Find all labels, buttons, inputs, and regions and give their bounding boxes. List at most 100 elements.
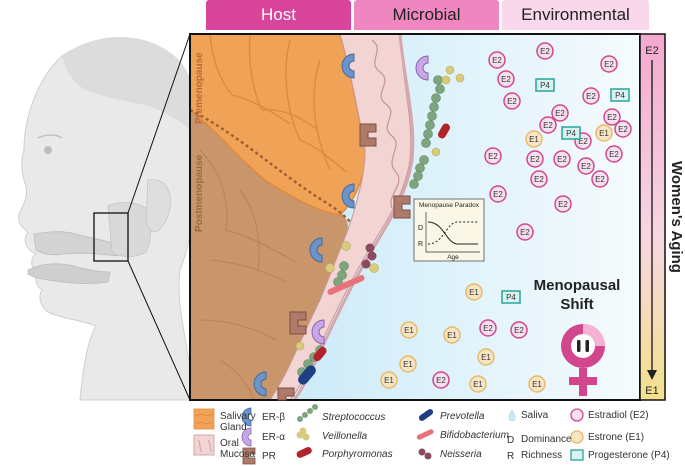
womens-aging-title: Women's Aging — [668, 161, 685, 273]
svg-text:E2: E2 — [507, 97, 517, 106]
legend-richness-key: R — [507, 451, 514, 462]
menopausal-shift-line-1: Menopausal — [534, 277, 621, 294]
svg-text:E2: E2 — [618, 125, 628, 134]
estradiol-marker: E2 — [489, 185, 507, 203]
svg-text:E2: E2 — [557, 155, 567, 164]
svg-text:E2: E2 — [595, 175, 605, 184]
receptor-er-beta-2 — [341, 183, 355, 209]
svg-text:E2: E2 — [609, 150, 619, 159]
legend-prevotella: Prevotella — [440, 411, 485, 422]
receptor-er-beta-3 — [309, 237, 323, 263]
female-symbol-icon — [561, 324, 605, 396]
svg-text:E2: E2 — [586, 92, 596, 101]
svg-text:E2: E2 — [581, 162, 591, 171]
svg-text:E2: E2 — [488, 152, 498, 161]
legend-er-alpha: ER-α — [262, 432, 286, 443]
tab-microbial: Microbial — [354, 0, 499, 30]
svg-text:E2: E2 — [578, 137, 588, 146]
legend-mucosa-swatch — [193, 434, 215, 456]
prevotella-rod — [298, 365, 316, 385]
legend-dominance: Dominance — [521, 434, 572, 445]
svg-text:E2: E2 — [534, 175, 544, 184]
svg-text:E2: E2 — [558, 200, 568, 209]
legend-salivary-gland-line1: Salivary — [220, 411, 256, 422]
receptor-pr-2 — [393, 195, 411, 219]
svg-text:E1: E1 — [529, 135, 539, 144]
axis-top-label: E2 — [645, 45, 658, 57]
legend-salivary-gland-line2: Gland — [220, 422, 247, 433]
svg-text:E1: E1 — [384, 376, 394, 385]
svg-text:P4: P4 — [615, 91, 625, 100]
receptor-er-beta-1 — [341, 53, 355, 79]
svg-text:E1: E1 — [599, 129, 609, 138]
legend-estrone: Estrone (E1) — [588, 432, 645, 443]
estrone-marker: E1 — [400, 321, 418, 339]
receptor-er-beta-4 — [253, 371, 267, 397]
estradiol-marker: E2 — [600, 55, 618, 73]
estradiol-marker: E2 — [516, 223, 534, 241]
receptor-pr-3 — [289, 311, 307, 335]
estradiol-marker: E2 — [553, 150, 571, 168]
svg-text:P4: P4 — [540, 81, 550, 90]
svg-text:E2: E2 — [514, 326, 524, 335]
estradiol-marker: E2 — [432, 371, 450, 389]
svg-text:E2: E2 — [492, 56, 502, 65]
estradiol-marker: E2 — [484, 147, 502, 165]
neisseria-cluster — [361, 243, 377, 269]
estradiol-marker: E2 — [614, 120, 632, 138]
legend-veillonella: Veillonella — [322, 431, 368, 442]
svg-text:E2: E2 — [543, 121, 553, 130]
dominance-curve — [427, 221, 478, 245]
paradox-r-label: R — [418, 241, 423, 248]
axis-bottom-label: E1 — [645, 385, 658, 397]
svg-text:P4: P4 — [506, 293, 516, 302]
estradiol-marker: E2 — [603, 108, 621, 126]
estrone-marker: E1 — [528, 375, 546, 393]
paradox-title: Menopause Paradox — [419, 202, 480, 209]
svg-text:E2: E2 — [436, 376, 446, 385]
estradiol-marker: E2 — [503, 92, 521, 110]
svg-text:E1: E1 — [404, 326, 414, 335]
estradiol-marker: E2 — [497, 70, 515, 88]
progesterone-marker: P4 — [610, 88, 630, 102]
progesterone-marker: P4 — [561, 126, 581, 140]
svg-text:E1: E1 — [403, 360, 413, 369]
estrone-marker: E1 — [469, 375, 487, 393]
receptor-er-alpha-1 — [415, 55, 429, 81]
legend-neisseria: Neisseria — [440, 449, 482, 460]
legend-er-beta: ER-β — [262, 412, 285, 423]
paradox-d-label: D — [418, 225, 423, 232]
bifidobacterium-rod — [327, 275, 365, 295]
tab-environmental-label: Environmental — [521, 5, 630, 24]
svg-text:E1: E1 — [447, 331, 457, 340]
estradiol-marker: E2 — [536, 42, 554, 60]
svg-text:E2: E2 — [555, 109, 565, 118]
svg-text:P4: P4 — [566, 129, 576, 138]
receptor-pr-1 — [359, 123, 377, 147]
legend-salivary-swatch — [193, 408, 215, 430]
tab-environmental: Environmental — [502, 0, 649, 30]
womens-aging-axis: E2 E1 — [639, 33, 666, 401]
estradiol-marker: E2 — [488, 51, 506, 69]
svg-text:E1: E1 — [469, 288, 479, 297]
legend-oral-mucosa-line1: Oral — [220, 438, 239, 449]
estrone-marker: E1 — [465, 283, 483, 301]
porphyromonas-upper — [438, 123, 450, 139]
svg-text:E1: E1 — [481, 353, 491, 362]
legend-bifidobacterium: Bifidobacterium — [440, 430, 509, 441]
estrone-marker: E1 — [443, 326, 461, 344]
estradiol-marker: E2 — [605, 145, 623, 163]
svg-text:E2: E2 — [501, 75, 511, 84]
legend-richness: Richness — [521, 450, 563, 461]
svg-text:E2: E2 — [604, 60, 614, 69]
progesterone-marker: P4 — [501, 290, 521, 304]
estradiol-marker: E2 — [510, 321, 528, 339]
estradiol-marker: E2 — [479, 319, 497, 337]
legend-oral-mucosa-line2: Mucosa — [220, 449, 256, 460]
porphyromonas-lower — [313, 346, 327, 362]
estrone-marker: E1 — [477, 348, 495, 366]
receptor-pr-4 — [277, 387, 295, 401]
legend-pr: PR — [262, 451, 276, 462]
tab-microbial-label: Microbial — [392, 5, 461, 24]
